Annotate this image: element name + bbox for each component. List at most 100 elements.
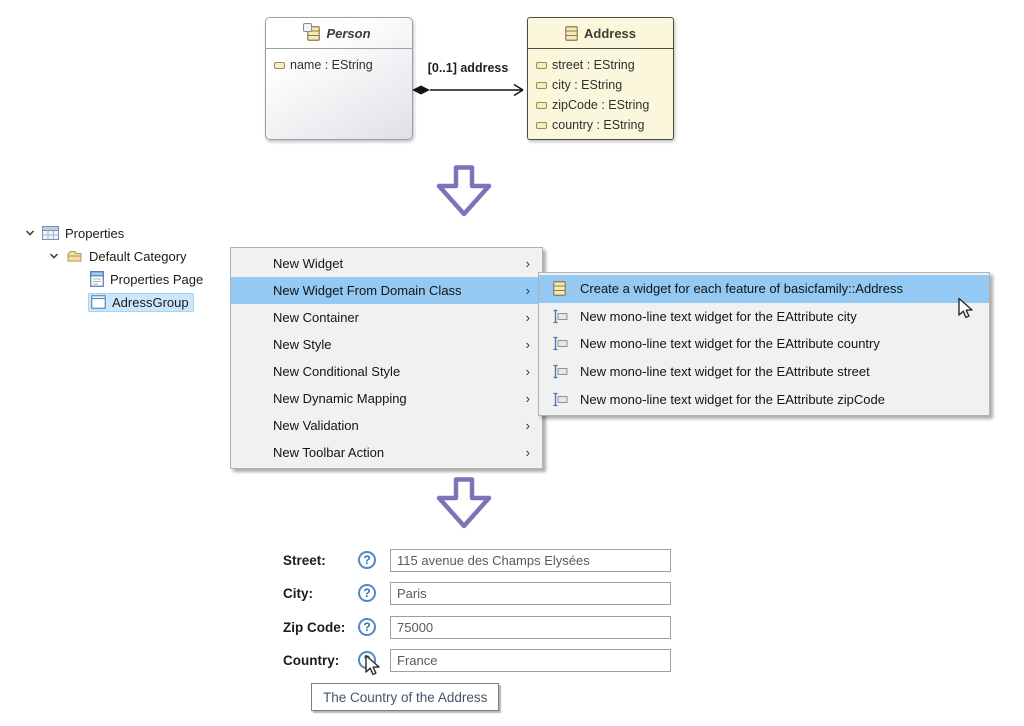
down-arrow-icon [436,477,492,529]
chevron-down-icon[interactable] [48,251,60,261]
menu-item-new-container[interactable]: New Container › [231,304,542,331]
help-icon[interactable]: ? [358,651,376,669]
eattribute-icon [536,101,547,109]
city-field[interactable] [390,581,671,605]
form-row-zipcode: Zip Code: ? [283,615,671,639]
zipcode-field[interactable] [390,615,671,639]
group-icon [91,295,106,309]
menu-item-new-widget[interactable]: New Widget › [231,250,542,277]
submenu-item-text-widget-street[interactable]: New mono-line text widget for the EAttri… [539,358,989,386]
class-title: Address [583,25,637,41]
submenu-item-label: New mono-line text widget for the EAttri… [580,308,857,324]
field-label: Zip Code: [283,619,346,635]
menu-item-new-conditional-style[interactable]: New Conditional Style › [231,358,542,385]
menu-item-new-toolbar-action[interactable]: New Toolbar Action › [231,439,542,466]
form-row-street: Street: ? [283,548,671,572]
attribute-label: country : EString [552,118,645,132]
eattribute-icon [536,121,547,129]
tree-item-properties[interactable]: Properties [24,223,124,243]
submenu-item-label: New mono-line text widget for the EAttri… [580,391,885,407]
country-field[interactable] [390,648,671,672]
abstract-badge-icon [303,22,313,32]
submenu: Create a widget for each feature of basi… [538,272,990,416]
tooltip-text: The Country of the Address [323,689,488,705]
person-class-header: Person [266,18,412,49]
text-widget-icon [553,309,567,324]
submenu-arrow-icon: › [525,445,530,460]
attribute-label: city : EString [552,78,623,92]
menu-item-new-dynamic-mapping[interactable]: New Dynamic Mapping › [231,385,542,412]
menu-item-label: New Conditional Style [273,364,401,379]
menu-item-label: New Container [273,310,359,325]
submenu-arrow-icon: › [525,256,530,271]
submenu-arrow-icon: › [525,364,530,379]
menu-item-new-validation[interactable]: New Validation › [231,412,542,439]
tree-item-properties-page[interactable]: Properties Page [90,269,203,289]
help-icon[interactable]: ? [358,618,376,636]
help-icon[interactable]: ? [358,584,376,602]
address-class-node[interactable]: Address street : EString city : EString … [527,17,674,140]
class-icon [553,281,566,297]
submenu-item-label: New mono-line text widget for the EAttri… [580,364,870,380]
attribute-label: name : EString [290,58,373,72]
association-label: [0..1] address [427,61,509,75]
menu-item-new-widget-from-domain-class[interactable]: New Widget From Domain Class › [231,277,542,304]
text-widget-icon [553,337,567,351]
chevron-down-icon[interactable] [24,228,36,238]
tree-item-label: Properties [65,225,125,241]
attribute-row: street : EString [536,55,673,75]
table-icon [42,226,59,240]
tooltip: The Country of the Address [311,683,500,711]
tree-item-label: Default Category [89,248,187,264]
eattribute-icon [274,61,285,69]
class-icon [565,25,578,41]
tree-item-label: Properties Page [110,271,204,287]
class-icon [303,22,321,41]
submenu-item-text-widget-country[interactable]: New mono-line text widget for the EAttri… [539,330,989,358]
attribute-row: zipCode : EString [536,95,673,115]
submenu-item-label: New mono-line text widget for the EAttri… [580,336,880,352]
menu-item-label: New Style [273,337,332,352]
submenu-arrow-icon: › [525,418,530,433]
menu-item-label: New Dynamic Mapping [273,391,407,406]
field-label: Country: [283,652,340,668]
down-arrow-icon [436,165,492,217]
association-edge[interactable] [411,79,527,101]
submenu-item-text-widget-zipcode[interactable]: New mono-line text widget for the EAttri… [539,385,989,413]
address-class-header: Address [528,18,673,49]
text-widget-icon [553,392,567,406]
tree-item-adressgroup[interactable]: AdressGroup [88,292,194,312]
menu-item-label: New Widget [273,256,344,271]
submenu-item-create-widget-each-feature[interactable]: Create a widget for each feature of basi… [539,275,989,303]
tree-selection: AdressGroup [88,292,194,312]
attribute-label: street : EString [552,58,635,72]
page-icon [90,271,104,287]
class-title: Person [326,25,371,41]
person-class-node[interactable]: Person name : EString [265,17,413,140]
attribute-row: city : EString [536,75,673,95]
field-label: City: [283,585,313,601]
attribute-row: name : EString [274,55,412,75]
category-icon [67,251,82,262]
menu-item-label: New Toolbar Action [273,445,385,460]
text-widget-icon [553,364,567,379]
form-row-city: City: ? [283,581,671,605]
attribute-label: zipCode : EString [552,98,650,112]
submenu-arrow-icon: › [525,337,530,352]
field-label: Street: [283,552,326,568]
menu-item-label: New Widget From Domain Class [273,283,462,298]
street-field[interactable] [390,548,671,572]
help-icon[interactable]: ? [358,551,376,569]
menu-item-label: New Validation [273,418,359,433]
tree-item-label: AdressGroup [112,294,189,310]
submenu-arrow-icon: › [525,310,530,325]
eattribute-icon [536,81,547,89]
submenu-arrow-icon: › [525,391,530,406]
eattribute-icon [536,61,547,69]
context-menu: New Widget › New Widget From Domain Clas… [230,247,543,469]
menu-item-new-style[interactable]: New Style › [231,331,542,358]
attribute-row: country : EString [536,115,673,135]
tree-item-default-category[interactable]: Default Category [48,246,187,266]
submenu-item-text-widget-city[interactable]: New mono-line text widget for the EAttri… [539,303,989,331]
